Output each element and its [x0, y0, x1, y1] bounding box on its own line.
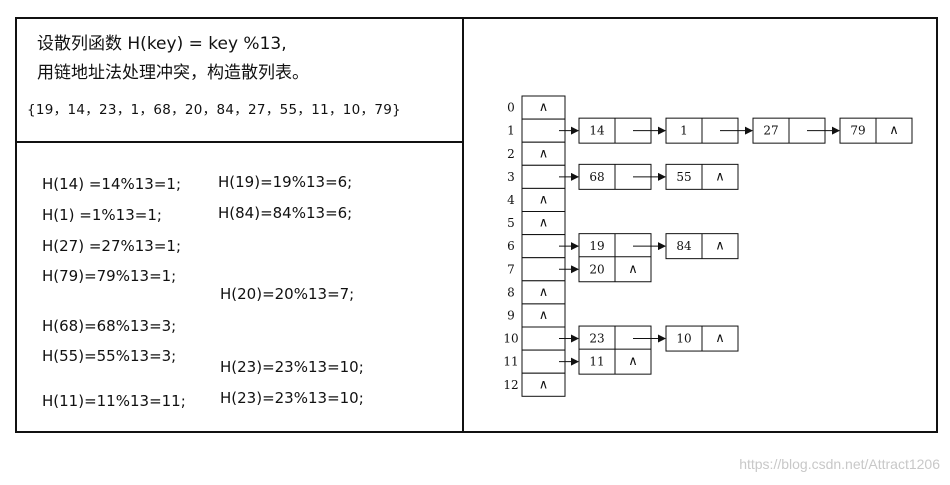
calc-line: H(68)=68%13=3;: [42, 317, 177, 335]
slot-cell: [521, 372, 566, 397]
problem-line-1: 设散列函数 H(key) = key %13,: [37, 34, 287, 54]
null-pointer-symbol: ∧: [539, 192, 549, 207]
calc-line: H(79)=79%13=1;: [42, 267, 177, 285]
null-pointer-symbol: ∧: [715, 169, 725, 184]
null-pointer-symbol: ∧: [539, 216, 549, 231]
calc-line: H(20)=20%13=7;: [220, 285, 355, 303]
watermark: https://blog.csdn.net/Attract1206: [739, 456, 940, 472]
node-key: 23: [589, 332, 604, 346]
slot-index-label: 0: [507, 101, 515, 115]
calc-line: H(27) =27%13=1;: [42, 237, 181, 255]
calc-line: H(55)=55%13=3;: [42, 347, 177, 365]
slot-cell: [521, 326, 566, 351]
null-pointer-symbol: ∧: [539, 146, 549, 161]
node-key: 68: [589, 170, 604, 184]
null-pointer-symbol: ∧: [628, 354, 638, 369]
slot-index-label: 12: [503, 378, 518, 392]
slot-index-label: 7: [507, 262, 515, 276]
slot-cell: [521, 164, 566, 189]
slot-index-label: 10: [503, 332, 518, 346]
null-pointer-symbol: ∧: [889, 123, 899, 138]
node-key: 84: [676, 239, 692, 253]
calc-line: H(23)=23%13=10;: [220, 358, 364, 376]
null-pointer-symbol: ∧: [539, 377, 549, 392]
problem-statement: 设散列函数 H(key) = key %13, 用链地址法处理冲突，构造散列表。: [37, 30, 309, 88]
slot-index-label: 11: [503, 355, 518, 369]
node-key: 27: [763, 124, 778, 138]
slot-index-label: 5: [507, 216, 515, 230]
slot-cell: [521, 118, 566, 143]
outer-frame: [15, 17, 938, 433]
node-key: 1: [680, 124, 688, 138]
null-pointer-symbol: ∧: [715, 331, 725, 346]
slot-cell: [521, 234, 566, 259]
slot-index-label: 3: [507, 170, 515, 184]
slot-index-label: 2: [507, 147, 515, 161]
slot-index-label: 1: [507, 124, 515, 138]
node-key: 55: [676, 170, 691, 184]
slot-index-label: 8: [507, 285, 515, 299]
calc-line: H(11)=11%13=11;: [42, 392, 186, 410]
horizontal-divider: [15, 141, 464, 143]
slot-index-label: 9: [507, 308, 515, 322]
calc-line: H(23)=23%13=10;: [220, 389, 364, 407]
node-key: 19: [589, 239, 604, 253]
calc-line: H(84)=84%13=6;: [218, 204, 353, 222]
node-key: 11: [589, 355, 604, 369]
null-pointer-symbol: ∧: [539, 308, 549, 323]
calc-line: H(14) =14%13=1;: [42, 175, 181, 193]
calc-line: H(1) =1%13=1;: [42, 206, 162, 224]
null-pointer-symbol: ∧: [628, 262, 638, 277]
node-key: 79: [850, 124, 865, 138]
node-key: 20: [589, 262, 604, 276]
slot-index-label: 6: [507, 239, 515, 253]
null-pointer-symbol: ∧: [539, 285, 549, 300]
vertical-divider: [462, 17, 464, 433]
key-set: {19，14，23，1，68，20，84，27，55，11，10，79}: [27, 102, 402, 118]
node-key: 14: [589, 124, 605, 138]
null-pointer-symbol: ∧: [715, 239, 725, 254]
slot-cell: [521, 257, 566, 282]
problem-line-2: 用链地址法处理冲突，构造散列表。: [37, 63, 309, 83]
null-pointer-symbol: ∧: [539, 100, 549, 115]
node-key: 10: [676, 332, 691, 346]
slot-cell: [521, 349, 566, 374]
slot-index-label: 4: [507, 193, 515, 207]
calc-line: H(19)=19%13=6;: [218, 173, 353, 191]
